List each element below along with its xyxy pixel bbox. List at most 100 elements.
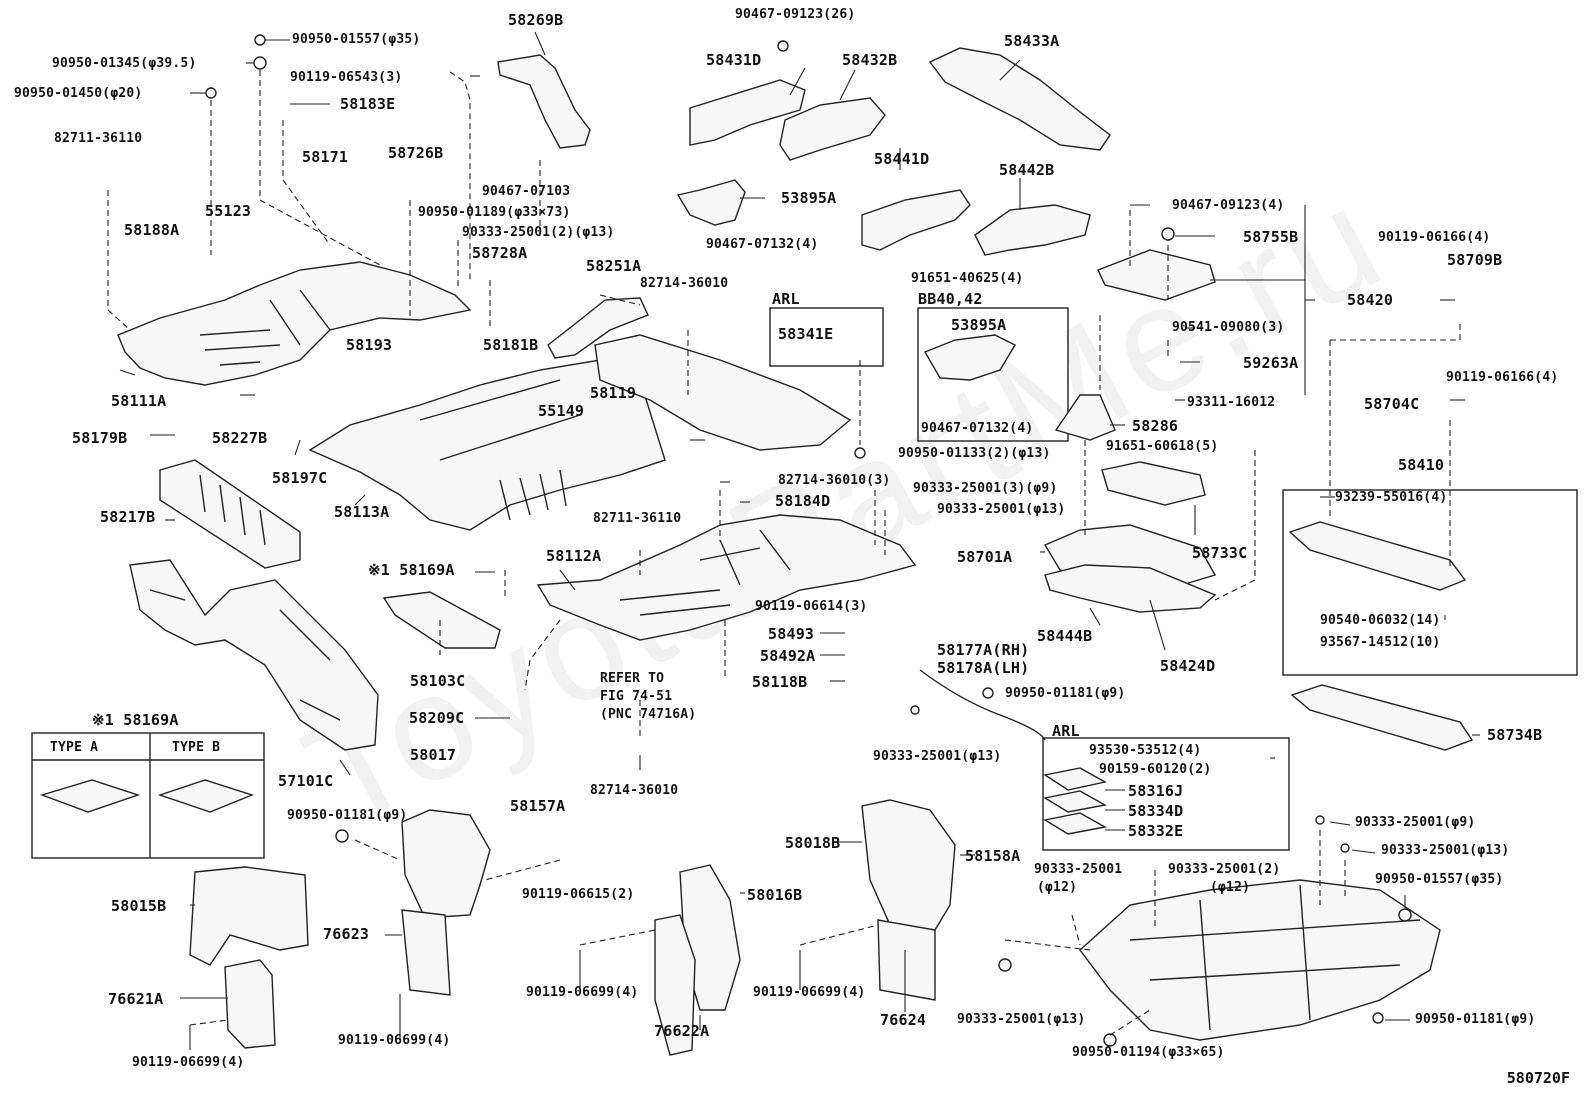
part-label-90119-06699d[interactable]: 90119-06699(4) bbox=[132, 1055, 245, 1070]
part-label-58269b[interactable]: 58269B bbox=[508, 11, 564, 29]
part-label-90119-06166b[interactable]: 90119-06166(4) bbox=[1446, 370, 1559, 385]
part-label-58431d[interactable]: 58431D bbox=[706, 51, 762, 69]
part-label-58018b[interactable]: 58018B bbox=[785, 834, 841, 852]
part-label-58709b[interactable]: 58709B bbox=[1447, 251, 1503, 269]
part-label-58432b[interactable]: 58432B bbox=[842, 51, 898, 69]
part-label-90333-25001-2[interactable]: 90333-25001(2)(φ13) bbox=[462, 225, 615, 240]
part-label-90333-25001-2b[interactable]: 90333-25001(2) bbox=[1168, 862, 1281, 877]
part-label-90333-25001-13c[interactable]: 90333-25001(φ13) bbox=[1381, 843, 1510, 858]
part-label-90950-01345[interactable]: 90950-01345(φ39.5) bbox=[52, 56, 197, 71]
part-label-58701a[interactable]: 58701A bbox=[957, 548, 1013, 566]
part-label-90333-25001-13d[interactable]: 90333-25001(φ13) bbox=[957, 1012, 1086, 1027]
part-label-76622a[interactable]: 76622A bbox=[654, 1022, 710, 1040]
part-label-55123[interactable]: 55123 bbox=[205, 202, 252, 220]
part-label-58183e[interactable]: 58183E bbox=[340, 95, 396, 113]
part-label-90541-09080[interactable]: 90541-09080(3) bbox=[1172, 320, 1285, 335]
part-label-58118b[interactable]: 58118B bbox=[752, 673, 808, 691]
part-label-58734b[interactable]: 58734B bbox=[1487, 726, 1543, 744]
part-label-90333-25001-3[interactable]: 90333-25001(3)(φ9) bbox=[913, 481, 1058, 496]
part-label-58334d[interactable]: 58334D bbox=[1128, 802, 1184, 820]
part-label-58493[interactable]: 58493 bbox=[768, 625, 815, 643]
part-label-58420[interactable]: 58420 bbox=[1347, 291, 1394, 309]
part-label-90333-25001-12a[interactable]: 90333-25001 bbox=[1034, 862, 1123, 877]
part-label-90119-06699c[interactable]: 90119-06699(4) bbox=[338, 1033, 451, 1048]
part-label-58113a[interactable]: 58113A bbox=[334, 503, 390, 521]
part-label-58197c[interactable]: 58197C bbox=[272, 469, 328, 487]
part-label-58184d[interactable]: 58184D bbox=[775, 492, 831, 510]
part-label-58332e[interactable]: 58332E bbox=[1128, 822, 1184, 840]
part-label-55149[interactable]: 55149 bbox=[538, 402, 585, 420]
part-label-58157a[interactable]: 58157A bbox=[510, 797, 566, 815]
part-label-58171[interactable]: 58171 bbox=[302, 148, 349, 166]
part-label-90159-60120[interactable]: 90159-60120(2) bbox=[1099, 762, 1212, 777]
part-label-58177a[interactable]: 58177A(RH) bbox=[937, 641, 1030, 659]
part-label-93567-14512[interactable]: 93567-14512(10) bbox=[1320, 635, 1441, 650]
part-label-93530-53512[interactable]: 93530-53512(4) bbox=[1089, 743, 1202, 758]
part-label-58316j[interactable]: 58316J bbox=[1128, 782, 1184, 800]
part-label-90950-01450[interactable]: 90950-01450(φ20) bbox=[14, 86, 143, 101]
part-label-90119-06615[interactable]: 90119-06615(2) bbox=[522, 887, 635, 902]
part-label-57101c[interactable]: 57101C bbox=[278, 772, 334, 790]
part-label-90950-01181c[interactable]: 90950-01181(φ9) bbox=[1415, 1012, 1536, 1027]
part-label-58188a[interactable]: 58188A bbox=[124, 221, 180, 239]
part-label-58733c[interactable]: 58733C bbox=[1192, 544, 1248, 562]
part-label-90950-01194[interactable]: 90950-01194(φ33×65) bbox=[1072, 1045, 1225, 1060]
part-label-90950-01557[interactable]: 90950-01557(φ35) bbox=[292, 32, 421, 47]
part-label-58209c[interactable]: 58209C bbox=[409, 709, 465, 727]
part-label-82711-36110b[interactable]: 82711-36110 bbox=[593, 511, 682, 526]
part-label-90119-06699b[interactable]: 90119-06699(4) bbox=[753, 985, 866, 1000]
part-label-76624[interactable]: 76624 bbox=[880, 1011, 927, 1029]
part-label-90333-25001-13b[interactable]: 90333-25001(φ13) bbox=[873, 749, 1002, 764]
part-label-76623[interactable]: 76623 bbox=[323, 925, 370, 943]
part-label-90119-06166a[interactable]: 90119-06166(4) bbox=[1378, 230, 1491, 245]
part-label-58251a[interactable]: 58251A bbox=[586, 257, 642, 275]
part-label-58017[interactable]: 58017 bbox=[410, 746, 457, 764]
part-label-58441d[interactable]: 58441D bbox=[874, 150, 930, 168]
part-label-58111a[interactable]: 58111A bbox=[111, 392, 167, 410]
part-label-58016b[interactable]: 58016B bbox=[747, 886, 803, 904]
part-label-90950-01189[interactable]: 90950-01189(φ33×73) bbox=[418, 205, 571, 220]
part-label-58103c[interactable]: 58103C bbox=[410, 672, 466, 690]
part-label-58755b[interactable]: 58755B bbox=[1243, 228, 1299, 246]
part-label-58119[interactable]: 58119 bbox=[590, 384, 637, 402]
part-label-90333-25001-9b[interactable]: 90333-25001(φ9) bbox=[1355, 815, 1476, 830]
part-label-59263a[interactable]: 59263A bbox=[1243, 354, 1299, 372]
part-label-82711-36110a[interactable]: 82711-36110 bbox=[54, 131, 143, 146]
part-label-90333-25001-12a-d[interactable]: (φ12) bbox=[1037, 880, 1078, 895]
part-label-82714-36010b[interactable]: 82714-36010(3) bbox=[778, 473, 891, 488]
part-label-58015b[interactable]: 58015B bbox=[111, 897, 167, 915]
part-label-91651-60618[interactable]: 91651-60618(5) bbox=[1106, 439, 1219, 454]
part-label-58181b[interactable]: 58181B bbox=[483, 336, 539, 354]
part-label-90950-01557b[interactable]: 90950-01557(φ35) bbox=[1375, 872, 1504, 887]
part-label-90540-06032[interactable]: 90540-06032(14) bbox=[1320, 613, 1441, 628]
part-label-58178a[interactable]: 58178A(LH) bbox=[937, 659, 1030, 677]
part-label-90119-06543[interactable]: 90119-06543(3) bbox=[290, 70, 403, 85]
part-label-58442b[interactable]: 58442B bbox=[999, 161, 1055, 179]
part-label-76621a[interactable]: 76621A bbox=[108, 990, 164, 1008]
part-label-58704c[interactable]: 58704C bbox=[1364, 395, 1420, 413]
part-label-90467-07103[interactable]: 90467-07103 bbox=[482, 184, 571, 199]
part-label-58728a[interactable]: 58728A bbox=[472, 244, 528, 262]
part-label-90333-25001-13a[interactable]: 90333-25001(φ13) bbox=[937, 502, 1066, 517]
part-label-91651-40625[interactable]: 91651-40625(4) bbox=[911, 271, 1024, 286]
part-label-82714-36010c[interactable]: 82714-36010 bbox=[590, 783, 679, 798]
part-label-58433a[interactable]: 58433A bbox=[1004, 32, 1060, 50]
part-label-58158a[interactable]: 58158A bbox=[965, 847, 1021, 865]
part-label-58179b[interactable]: 58179B bbox=[72, 429, 128, 447]
part-label-90467-09123-26[interactable]: 90467-09123(26) bbox=[735, 7, 856, 22]
part-label-58217b[interactable]: 58217B bbox=[100, 508, 156, 526]
part-label-90950-01181b[interactable]: 90950-01181(φ9) bbox=[287, 808, 408, 823]
part-label-90467-09123-4[interactable]: 90467-09123(4) bbox=[1172, 198, 1285, 213]
part-label-58112a[interactable]: 58112A bbox=[546, 547, 602, 565]
part-label-82714-36010a[interactable]: 82714-36010 bbox=[640, 276, 729, 291]
part-label-58444b[interactable]: 58444B bbox=[1037, 627, 1093, 645]
part-label-58286[interactable]: 58286 bbox=[1132, 417, 1179, 435]
part-label-53895a[interactable]: 53895A bbox=[781, 189, 837, 207]
part-label-93311-16012[interactable]: 93311-16012 bbox=[1187, 395, 1276, 410]
part-label-58169a[interactable]: ※1 58169A bbox=[368, 561, 455, 579]
part-label-90119-06699a[interactable]: 90119-06699(4) bbox=[526, 985, 639, 1000]
part-label-58227b[interactable]: 58227B bbox=[212, 429, 268, 447]
part-label-58193[interactable]: 58193 bbox=[346, 336, 393, 354]
part-label-90950-01133[interactable]: 90950-01133(2)(φ13) bbox=[898, 446, 1051, 461]
part-label-90950-01181a[interactable]: 90950-01181(φ9) bbox=[1005, 686, 1126, 701]
